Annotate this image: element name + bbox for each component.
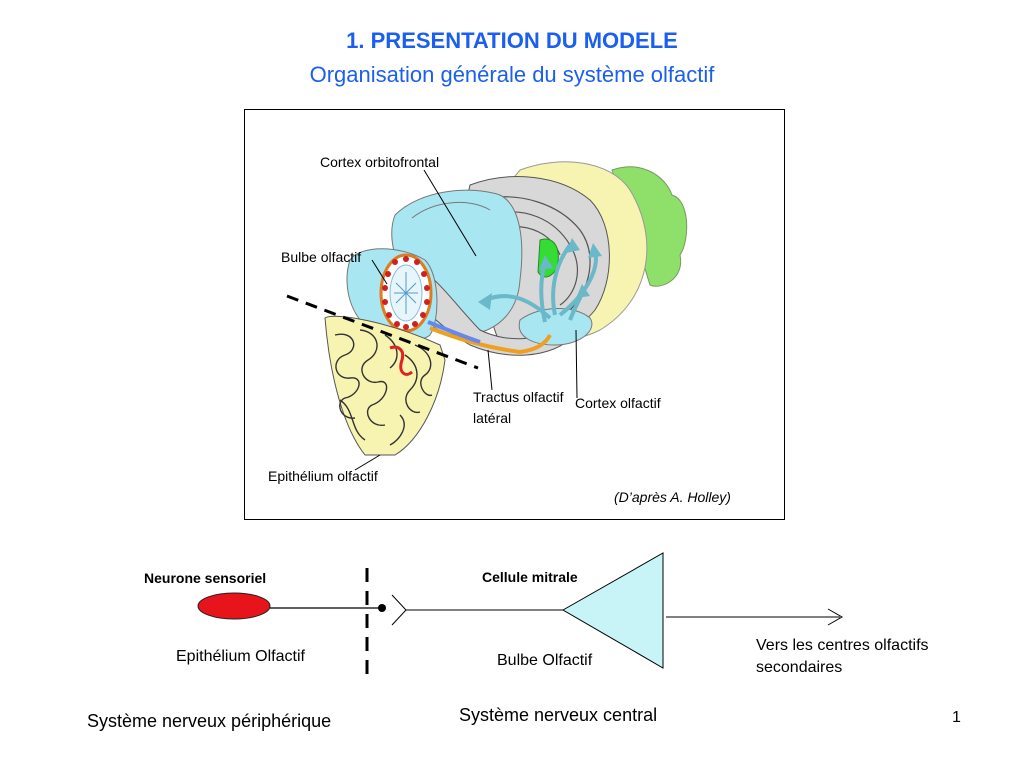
label-epithelium-olfactif: Epithélium olfactif (268, 468, 378, 484)
label-tractus-line2: latéral (473, 410, 512, 426)
page-subtitle: Organisation générale du système olfacti… (309, 62, 715, 87)
figure-frame (244, 109, 785, 520)
sensory-neuron-body (197, 592, 271, 620)
label-vers-line2: secondaires (756, 659, 843, 676)
figure-credit: (D’après A. Holley) (614, 489, 731, 505)
label-bulbe-olfactif: Bulbe olfactif (281, 249, 362, 265)
page-number: 1 (952, 709, 961, 726)
dendrite-fork (391, 594, 407, 626)
label-neurone-sensoriel: Neurone sensoriel (144, 570, 267, 586)
label-cellule-mitrale: Cellule mitrale (482, 569, 578, 585)
label-cortex-olfactif: Cortex olfactif (575, 395, 661, 411)
synapse-dot (378, 604, 386, 612)
page-title: 1. PRESENTATION DU MODELE (346, 28, 678, 53)
label-cortex-orbitofrontal: Cortex orbitofrontal (320, 154, 440, 170)
label-snp: Système nerveux périphérique (87, 711, 332, 731)
axon-arrowhead (827, 608, 844, 626)
label-vers-line1: Vers les centres olfactifs (756, 637, 929, 654)
label-snc: Système nerveux central (459, 705, 658, 725)
mitral-cell (561, 552, 664, 669)
label-epithelium-schema: Epithélium Olfactif (176, 648, 305, 665)
label-bulbe-schema: Bulbe Olfactif (497, 652, 593, 669)
label-tractus-line1: Tractus olfactif (473, 389, 564, 405)
